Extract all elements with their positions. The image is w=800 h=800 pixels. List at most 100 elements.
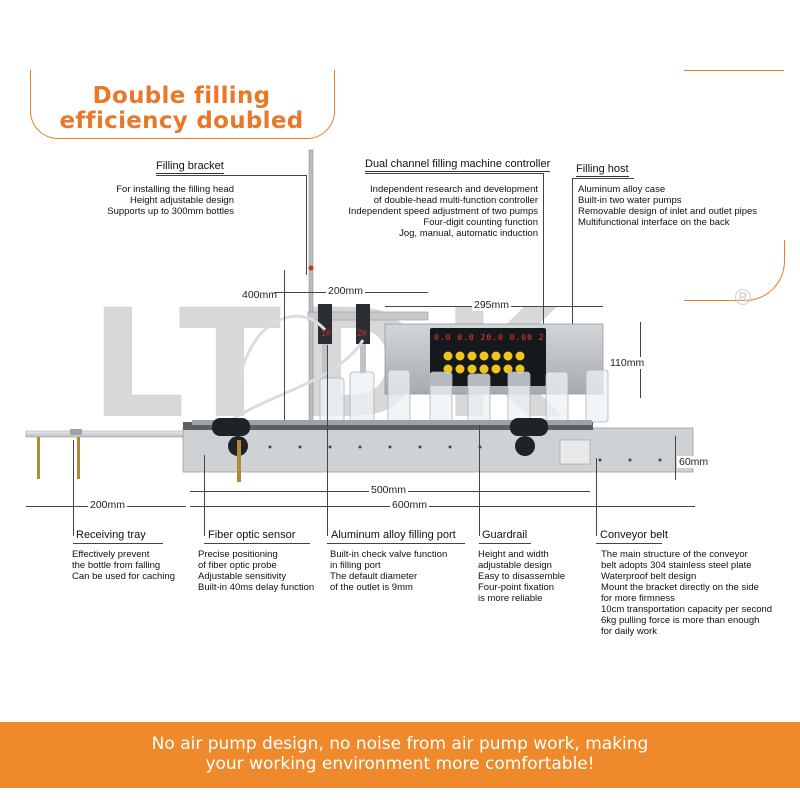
bracket-pole <box>308 149 314 426</box>
label-conveyor-belt: Conveyor belt <box>600 529 668 541</box>
desc-line: The main structure of the conveyor <box>601 549 748 560</box>
desc-line: For installing the filling head <box>116 184 234 195</box>
filling-head-1 <box>318 304 332 344</box>
footer-line-1: No air pump design, no noise from air pu… <box>151 734 649 754</box>
label-receiving-tray: Receiving tray <box>76 529 146 541</box>
desc-line: Built-in two water pumps <box>578 195 682 206</box>
desc-line: Easy to disassemble <box>478 571 566 582</box>
leader-filling-port <box>327 345 328 536</box>
label-filling-bracket: Filling bracket <box>156 160 224 174</box>
dim-600-line <box>190 506 695 507</box>
dim-60-line <box>675 436 676 480</box>
desc-line: Aluminum alloy case <box>578 184 666 195</box>
desc-fiber-optic: Precise positioning of fiber optic probe… <box>198 549 314 593</box>
decor-frame-right <box>684 70 784 301</box>
desc-line: Can be used for caching <box>72 571 175 582</box>
dim-400-line <box>284 270 285 420</box>
leader-receiving-tray <box>73 440 74 536</box>
desc-line: 6kg pulling force is more than enough <box>601 615 760 626</box>
desc-line: Height and width <box>478 549 549 560</box>
motor-plate <box>559 439 591 465</box>
dim-60: 60mm <box>677 456 711 468</box>
desc-line: for daily work <box>601 626 657 637</box>
leader-filling-host <box>572 178 634 179</box>
dim-295: 295mm <box>472 299 512 311</box>
desc-conveyor-belt: The main structure of the conveyor belt … <box>601 549 772 637</box>
title-line-2: efficiency doubled <box>59 108 304 134</box>
desc-line: Waterproof belt design <box>601 571 697 582</box>
title-line-1: Double filling <box>92 83 271 109</box>
registered-mark: ® <box>732 286 754 311</box>
leader-conveyor-belt <box>596 458 597 536</box>
desc-controller: Independent research and development of … <box>320 184 538 239</box>
label-guardrail: Guardrail <box>482 529 528 541</box>
footer-line-2: your working environment more comfortabl… <box>205 754 595 774</box>
underline <box>327 543 465 544</box>
leader-filling-bracket-v <box>306 175 307 275</box>
underline <box>479 543 531 544</box>
desc-guardrail: Height and width adjustable design Easy … <box>478 549 565 604</box>
desc-line: of fiber optic probe <box>198 560 277 571</box>
leader-filling-bracket <box>156 175 306 176</box>
desc-filling-host: Aluminum alloy case Built-in two water p… <box>578 184 757 228</box>
leader-filling-host-v <box>572 178 573 333</box>
nozzle-1 <box>322 344 328 380</box>
desc-line: Multifunctional interface on the back <box>578 217 730 228</box>
pole-knob <box>308 265 314 271</box>
desc-filling-bracket: For installing the filling head Height a… <box>90 184 234 217</box>
underline <box>204 543 310 544</box>
desc-line: Precise positioning <box>198 549 278 560</box>
dim-110: 110mm <box>608 357 647 369</box>
desc-line: Independent research and development <box>370 184 538 195</box>
desc-line: Independent speed adjustment of two pump… <box>348 206 538 217</box>
label-filling-port: Aluminum alloy filling port <box>331 529 456 541</box>
desc-line: Built-in check valve function <box>330 549 448 560</box>
dim-600: 600mm <box>390 499 430 511</box>
desc-line: Removable design of inlet and outlet pip… <box>578 206 758 217</box>
conveyor-leg <box>237 440 241 482</box>
desc-receiving-tray: Effectively prevent the bottle from fall… <box>72 549 175 582</box>
desc-line: Adjustable sensitivity <box>198 571 287 582</box>
nozzle-2 <box>360 344 366 374</box>
title-frame <box>30 70 335 139</box>
dim-500: 500mm <box>369 484 409 496</box>
label-filling-host: Filling host <box>576 163 629 177</box>
tube-1 <box>238 314 327 381</box>
footer-banner <box>0 722 800 788</box>
leader-controller-v <box>543 173 544 333</box>
desc-line: Built-in 40ms delay function <box>198 582 315 593</box>
controller-buttons <box>443 351 525 374</box>
head-mark-1: 1# <box>321 328 332 338</box>
label-fiber-optic: Fiber optic sensor <box>208 529 296 541</box>
desc-line: Four-digit counting function <box>423 217 538 228</box>
dim-200-top: 200mm <box>326 285 366 297</box>
conveyor-body <box>182 427 694 473</box>
desc-line: for more firmness <box>601 593 675 604</box>
desc-line: Four-point fixation <box>478 582 555 593</box>
underline <box>73 543 163 544</box>
desc-line: Supports up to 300mm bottles <box>107 206 234 217</box>
desc-line: Effectively prevent <box>72 549 150 560</box>
filling-machine-illustration <box>25 149 694 482</box>
tray-leg-2 <box>77 437 80 479</box>
desc-line: The default diameter <box>330 571 418 582</box>
conveyor-belt-top <box>183 422 593 430</box>
leader-controller <box>365 173 543 174</box>
desc-filling-port: Built-in check valve function in filling… <box>330 549 447 593</box>
desc-line: Jog, manual, automatic induction <box>399 228 538 239</box>
controller-display: 0.0 0.0 20.0 0.00 2 <box>434 333 545 342</box>
desc-line: Mount the bracket directly on the side <box>601 582 759 593</box>
dim-400: 400mm <box>240 289 280 301</box>
desc-line: adjustable design <box>478 560 552 571</box>
desc-line: in filling port <box>330 560 381 571</box>
desc-line: of double-head multi-function controller <box>373 195 538 206</box>
receiving-tray <box>25 430 192 438</box>
tray-leg-1 <box>37 437 40 479</box>
desc-line: 10cm transportation capacity per second <box>601 604 773 615</box>
desc-line: the bottle from falling <box>72 560 161 571</box>
desc-line: Height adjustable design <box>129 195 234 206</box>
guardrail <box>192 420 592 425</box>
filling-head-2 <box>356 304 370 344</box>
dim-200-bottom: 200mm <box>88 499 128 511</box>
page-title: Double filling efficiency doubled <box>30 84 333 134</box>
